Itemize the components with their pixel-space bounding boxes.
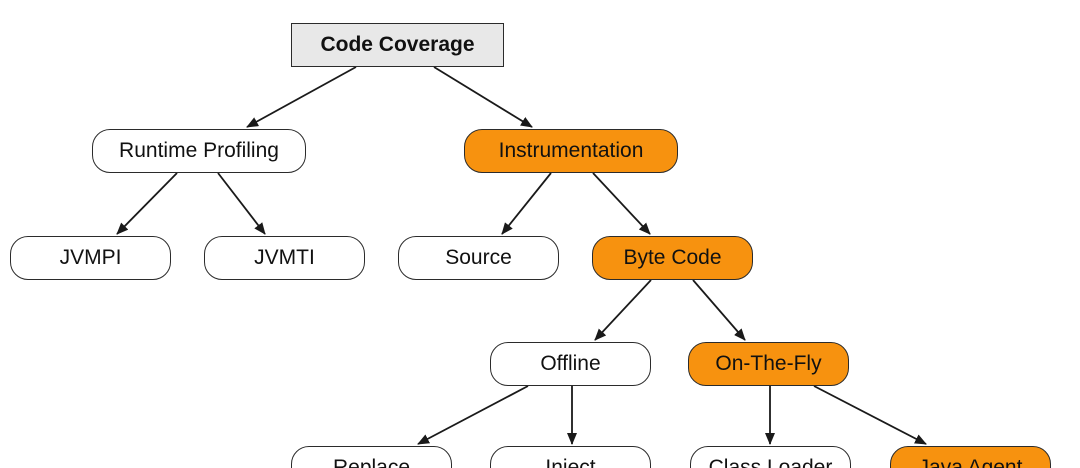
node-source: Source xyxy=(398,236,559,280)
edge-root-to-runtime-profiling xyxy=(246,66,357,128)
edge-byte-code-to-on-the-fly xyxy=(692,279,746,341)
node-code-coverage: Code Coverage xyxy=(291,23,504,67)
edge-runtime-profiling-to-jvmpi xyxy=(116,172,178,235)
node-inject: Inject xyxy=(490,446,651,468)
edge-root-to-instrumentation xyxy=(433,66,533,128)
node-replace: Replace xyxy=(291,446,452,468)
node-instrumentation: Instrumentation xyxy=(464,129,678,173)
node-runtime-profiling: Runtime Profiling xyxy=(92,129,306,173)
node-offline: Offline xyxy=(490,342,651,386)
edge-runtime-profiling-to-jvmti xyxy=(217,172,266,235)
node-on-the-fly: On-The-Fly xyxy=(688,342,849,386)
edge-offline-to-replace xyxy=(417,385,529,445)
edge-on-the-fly-to-java-agent xyxy=(813,385,927,445)
node-byte-code: Byte Code xyxy=(592,236,753,280)
edge-instrumentation-to-byte-code xyxy=(592,172,651,235)
edge-byte-code-to-offline xyxy=(594,279,652,341)
node-jvmpi: JVMPI xyxy=(10,236,171,280)
edge-instrumentation-to-source xyxy=(501,172,552,235)
node-jvmti: JVMTI xyxy=(204,236,365,280)
node-java-agent: Java Agent xyxy=(890,446,1051,468)
node-class-loader: Class Loader xyxy=(690,446,851,468)
